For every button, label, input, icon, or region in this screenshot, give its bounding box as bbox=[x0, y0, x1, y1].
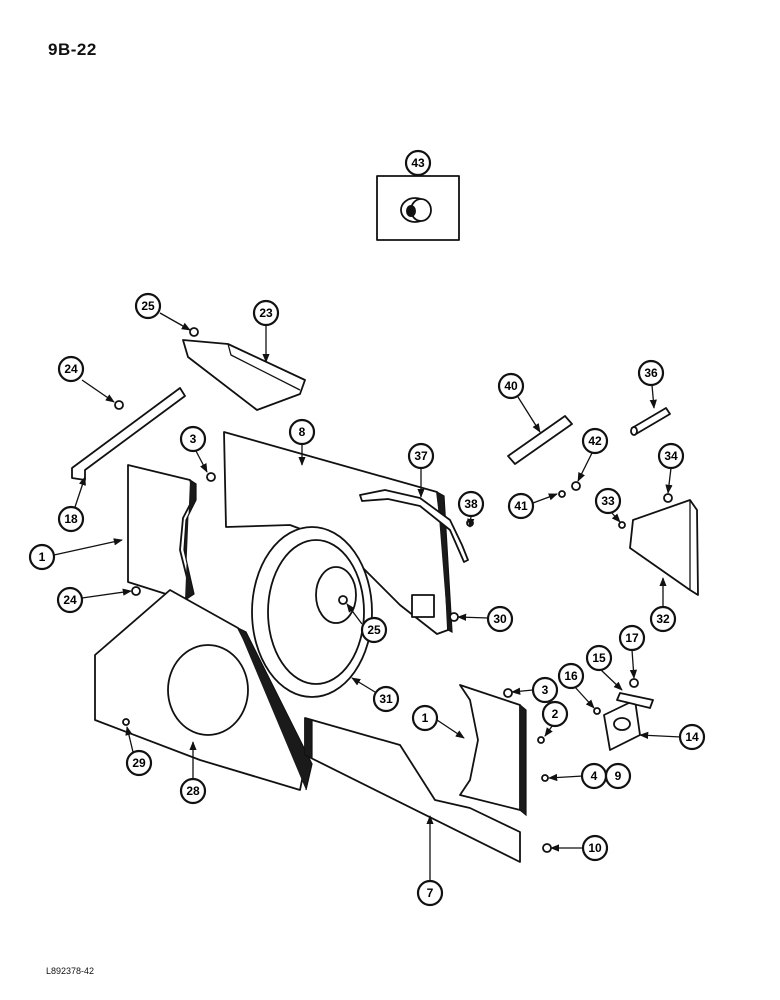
callout-10: 10 bbox=[581, 834, 609, 862]
part-32-side-plate bbox=[629, 499, 699, 596]
callout-23: 23 bbox=[252, 299, 280, 327]
svg-text:8: 8 bbox=[299, 425, 306, 439]
svg-text:2: 2 bbox=[552, 707, 559, 721]
part-23-top-cover bbox=[182, 339, 306, 411]
leader-lines bbox=[53, 175, 682, 880]
part-1-right-plate bbox=[459, 684, 527, 817]
svg-text:42: 42 bbox=[588, 434, 602, 448]
callout-3-lower: 3 bbox=[531, 676, 559, 704]
page-number: 9B-22 bbox=[48, 40, 97, 59]
callout-15: 15 bbox=[585, 644, 613, 672]
svg-text:10: 10 bbox=[588, 841, 602, 855]
svg-text:32: 32 bbox=[656, 612, 670, 626]
hardware-items bbox=[114, 327, 673, 853]
callout-17: 17 bbox=[618, 624, 646, 652]
callout-37: 37 bbox=[407, 442, 435, 470]
svg-text:14: 14 bbox=[685, 730, 699, 744]
callout-8: 8 bbox=[288, 418, 316, 446]
part-31-ring bbox=[251, 526, 373, 698]
part-15-strip bbox=[616, 692, 654, 709]
svg-text:41: 41 bbox=[514, 499, 528, 513]
callout-36: 36 bbox=[637, 359, 665, 387]
svg-text:7: 7 bbox=[427, 886, 434, 900]
callout-24: 24 bbox=[57, 355, 85, 383]
svg-text:15: 15 bbox=[592, 651, 606, 665]
part-7-lower-bar bbox=[304, 717, 521, 863]
part-14-cover-plate bbox=[603, 699, 641, 751]
callout-16: 16 bbox=[557, 662, 585, 690]
callout-43: 43 bbox=[404, 149, 432, 177]
svg-text:37: 37 bbox=[414, 449, 428, 463]
svg-text:18: 18 bbox=[64, 512, 78, 526]
svg-text:3: 3 bbox=[190, 432, 197, 446]
callout-32: 32 bbox=[649, 605, 677, 633]
part-28-lower-panel bbox=[94, 589, 313, 791]
callout-38: 38 bbox=[457, 490, 485, 518]
svg-text:1: 1 bbox=[39, 550, 46, 564]
svg-text:17: 17 bbox=[625, 631, 639, 645]
callout-3: 3 bbox=[179, 425, 207, 453]
svg-text:1: 1 bbox=[422, 711, 429, 725]
svg-text:28: 28 bbox=[186, 784, 200, 798]
callout-31: 31 bbox=[372, 685, 400, 713]
callout-18: 18 bbox=[57, 505, 85, 533]
part-40-bar bbox=[507, 415, 573, 465]
svg-text:30: 30 bbox=[493, 612, 507, 626]
part-1-left-plate bbox=[127, 464, 197, 601]
svg-text:43: 43 bbox=[411, 156, 425, 170]
callout-33: 33 bbox=[594, 487, 622, 515]
callout-42: 42 bbox=[581, 427, 609, 455]
svg-text:4: 4 bbox=[591, 769, 598, 783]
svg-text:34: 34 bbox=[664, 449, 678, 463]
part-43-plug bbox=[376, 175, 460, 241]
svg-text:38: 38 bbox=[464, 497, 478, 511]
part-18-brace bbox=[71, 387, 186, 481]
callout-4: 4 bbox=[580, 762, 608, 790]
svg-text:31: 31 bbox=[379, 692, 393, 706]
callout-29: 29 bbox=[125, 749, 153, 777]
svg-text:25: 25 bbox=[141, 299, 155, 313]
callout-25-lower: 25 bbox=[360, 616, 388, 644]
callout-30: 30 bbox=[486, 605, 514, 633]
svg-text:25: 25 bbox=[367, 623, 381, 637]
document-code: L892378-42 bbox=[46, 966, 95, 976]
callout-25: 25 bbox=[134, 292, 162, 320]
callout-9: 9 bbox=[604, 762, 632, 790]
callout-24-lower: 24 bbox=[56, 586, 84, 614]
callout-40: 40 bbox=[497, 372, 525, 400]
svg-text:29: 29 bbox=[132, 756, 146, 770]
part-36-pin bbox=[630, 407, 671, 436]
svg-text:24: 24 bbox=[64, 362, 78, 376]
part-8-upper-panel bbox=[223, 431, 453, 635]
part-37-arc-strip bbox=[359, 489, 469, 563]
svg-text:36: 36 bbox=[644, 366, 658, 380]
callout-34: 34 bbox=[657, 442, 685, 470]
callout-1: 1 bbox=[28, 543, 56, 571]
svg-text:16: 16 bbox=[564, 669, 578, 683]
callout-28: 28 bbox=[179, 777, 207, 805]
callout-7: 7 bbox=[416, 879, 444, 907]
callout-41: 41 bbox=[507, 492, 535, 520]
callout-2: 2 bbox=[541, 700, 569, 728]
svg-text:3: 3 bbox=[542, 683, 549, 697]
callout-1-lower: 1 bbox=[411, 704, 439, 732]
svg-text:23: 23 bbox=[259, 306, 273, 320]
callout-14: 14 bbox=[678, 723, 706, 751]
svg-text:33: 33 bbox=[601, 494, 615, 508]
svg-text:24: 24 bbox=[63, 593, 77, 607]
svg-text:40: 40 bbox=[504, 379, 518, 393]
svg-text:9: 9 bbox=[615, 769, 622, 783]
